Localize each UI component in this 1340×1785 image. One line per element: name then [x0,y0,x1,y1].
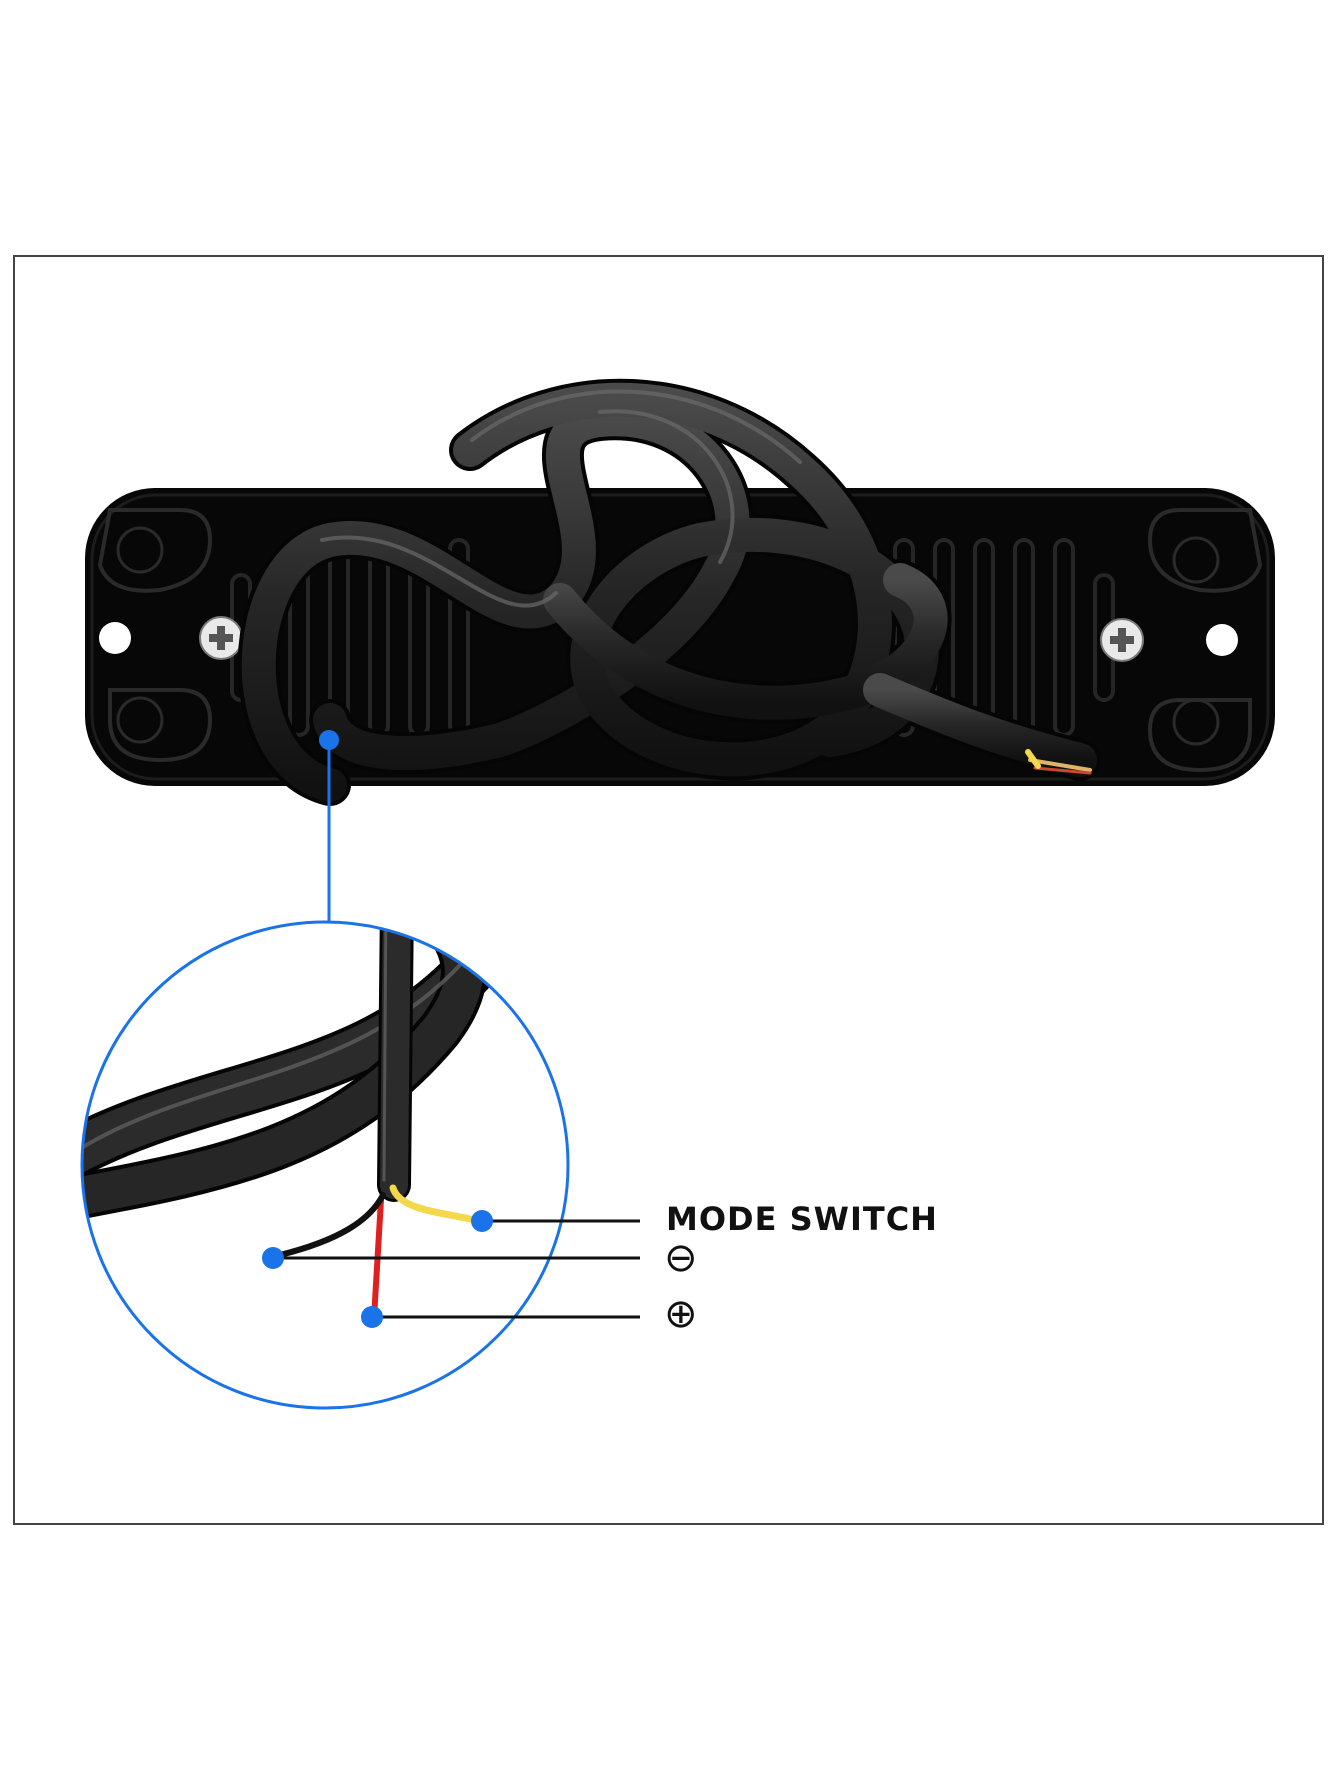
phillips-screw-icon [199,616,243,660]
image-frame [13,255,1324,1525]
knotted-cable [237,378,1101,806]
zoom-detail [82,922,568,1408]
callout-connector [319,730,339,922]
mounting-hole-right [1206,624,1238,656]
phillips-screw-icon [1100,618,1144,662]
wire-pointers [262,1210,640,1328]
mode-switch-pointer [471,1210,640,1232]
plus-circle-icon: ⊕ [664,1291,698,1337]
mounting-hole-left [99,622,131,654]
minus-circle-icon: ⊖ [664,1235,698,1281]
zoom-circle [80,920,570,1410]
mode-switch-label: MODE SWITCH [666,1200,938,1238]
negative-pointer [262,1247,640,1269]
positive-pointer [361,1306,640,1328]
